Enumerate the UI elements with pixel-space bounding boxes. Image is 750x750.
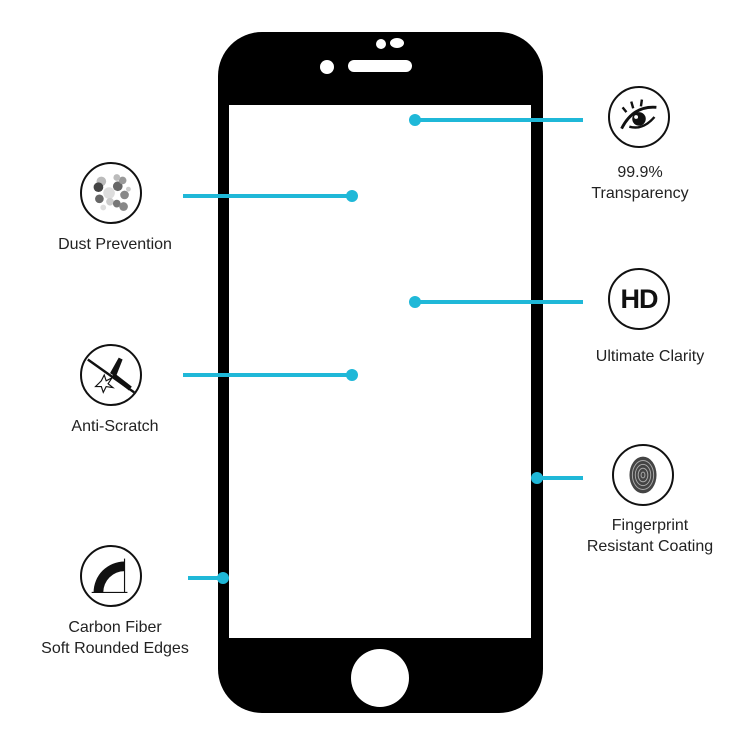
callout-pin-clarity	[409, 296, 421, 308]
dust-particles-icon	[80, 162, 142, 224]
screen-protector-glass	[229, 105, 531, 638]
fingerprint-icon	[612, 444, 674, 506]
feature-label-scratch: Anti-Scratch	[71, 418, 159, 435]
callout-pin-fingerprint	[531, 472, 543, 484]
callout-line-transparency	[414, 118, 583, 122]
hd-icon-text: HD	[620, 283, 659, 314]
earpiece-speaker	[348, 60, 412, 72]
feature-label-fingerprint-line2: Resistant Coating	[586, 538, 714, 555]
sensor-dot	[376, 39, 386, 49]
front-camera	[320, 60, 334, 74]
hd-icon: HD	[608, 268, 670, 330]
sensor-dot	[390, 38, 404, 48]
eye-icon	[608, 86, 670, 148]
callout-pin-dust	[346, 190, 358, 202]
hammer-scratch-icon	[80, 344, 142, 406]
feature-label-fingerprint-line1: Fingerprint	[611, 517, 689, 534]
feature-label-edges-line1: Carbon Fiber	[68, 619, 162, 636]
feature-label-edges-line2: Soft Rounded Edges	[41, 640, 189, 657]
callout-pin-transparency	[409, 114, 421, 126]
callout-pin-edges	[217, 572, 229, 584]
feature-label-transparency-line1: 99.9%	[617, 164, 663, 181]
callout-line-fingerprint	[537, 476, 583, 480]
feature-label-transparency-line2: Transparency	[591, 185, 689, 202]
feature-label-dust: Dust Prevention	[58, 236, 172, 253]
callout-line-clarity	[414, 300, 583, 304]
home-button	[351, 649, 409, 707]
callout-line-edges	[188, 576, 222, 580]
rounded-edge-icon	[80, 545, 142, 607]
callout-line-dust	[183, 194, 351, 198]
feature-label-clarity: Ultimate Clarity	[595, 348, 705, 365]
callout-pin-scratch	[346, 369, 358, 381]
callout-line-scratch	[183, 373, 351, 377]
